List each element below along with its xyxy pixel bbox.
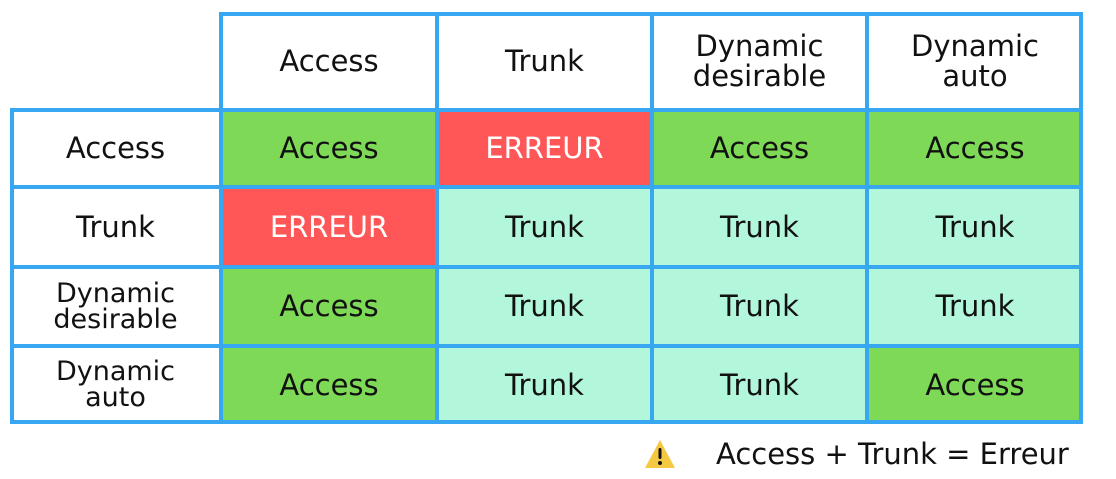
grid-line-horizontal-bottom — [10, 420, 1083, 424]
row-header-dynamic-desirable: Dynamic desirable — [10, 267, 221, 346]
row-header-dynamic-auto: Dynamic auto — [10, 346, 221, 424]
result-cell-access-access: Access — [221, 110, 437, 187]
row-header-trunk: Trunk — [10, 187, 221, 267]
column-header-trunk: Trunk — [437, 12, 652, 110]
column-header-access: Access — [221, 12, 437, 110]
result-cell-dynamic-auto-dynamic-desirable: Trunk — [652, 346, 867, 424]
result-cell-access-dynamic-desirable: Access — [652, 110, 867, 187]
result-cell-trunk-dynamic-auto: Trunk — [867, 187, 1083, 267]
result-cell-dynamic-auto-access: Access — [221, 346, 437, 424]
result-cell-trunk-dynamic-desirable: Trunk — [652, 187, 867, 267]
error-legend: Access + Trunk = Erreur — [644, 434, 1074, 474]
result-cell-access-dynamic-auto: Access — [867, 110, 1083, 187]
warning-icon — [645, 440, 675, 468]
grid-line-vertical-col-1 — [435, 12, 439, 424]
result-cell-access-trunk: ERREUR — [437, 110, 652, 187]
grid-line-horizontal-row-3 — [10, 344, 1083, 348]
row-header-access: Access — [10, 110, 221, 187]
grid-line-vertical-header — [219, 12, 223, 424]
result-cell-trunk-trunk: Trunk — [437, 187, 652, 267]
result-cell-dynamic-desirable-dynamic-desirable: Trunk — [652, 267, 867, 346]
result-cell-trunk-access: ERREUR — [221, 187, 437, 267]
legend-text: Access + Trunk = Erreur — [716, 436, 1069, 471]
grid-line-horizontal-row-1 — [10, 185, 1083, 189]
result-cell-dynamic-auto-trunk: Trunk — [437, 346, 652, 424]
grid-line-vertical-col-3 — [865, 12, 869, 424]
grid-line-horizontal-header — [10, 108, 1083, 112]
column-header-dynamic-desirable: Dynamic desirable — [652, 12, 867, 110]
column-header-dynamic-auto: Dynamic auto — [867, 12, 1083, 110]
grid-line-horizontal-row-2 — [10, 265, 1083, 269]
grid-line-vertical-right — [1079, 12, 1083, 424]
grid-line-vertical-left — [10, 108, 14, 424]
grid-line-vertical-col-2 — [650, 12, 654, 424]
result-cell-dynamic-auto-dynamic-auto: Access — [867, 346, 1083, 424]
mode-compatibility-table: Access Trunk Dynamic desirable Dynamic a… — [10, 12, 1083, 424]
result-cell-dynamic-desirable-access: Access — [221, 267, 437, 346]
result-cell-dynamic-desirable-trunk: Trunk — [437, 267, 652, 346]
result-cell-dynamic-desirable-dynamic-auto: Trunk — [867, 267, 1083, 346]
